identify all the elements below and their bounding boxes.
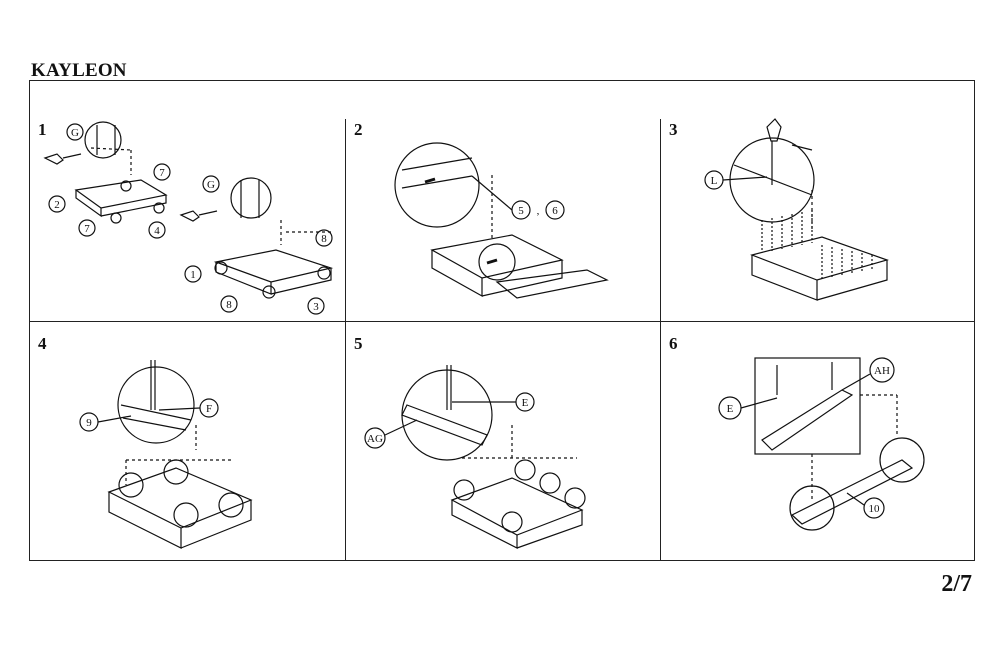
label-circle xyxy=(148,221,166,239)
part-label: 9 xyxy=(86,417,92,429)
step-number: 4 xyxy=(38,334,47,353)
step-number: 5 xyxy=(354,334,363,353)
part-label: , xyxy=(537,205,540,217)
part-label: 2 xyxy=(54,199,60,211)
step-number: 1 xyxy=(38,120,47,139)
part-label: E xyxy=(727,403,734,415)
part-label: 4 xyxy=(154,225,160,237)
part-label: AH xyxy=(874,365,890,377)
document-title: KAYLEON xyxy=(31,60,127,81)
part-label: 10 xyxy=(869,503,881,515)
step-6-illustration: AH E 10 xyxy=(718,357,925,531)
divider-vertical xyxy=(660,119,661,560)
part-label: 7 xyxy=(84,223,90,235)
label-circle xyxy=(78,219,96,237)
part-label: AG xyxy=(367,433,383,445)
label-circle xyxy=(66,123,84,141)
detail-magnifier xyxy=(84,121,122,159)
part-label: G xyxy=(207,179,215,191)
divider-horizontal xyxy=(30,321,974,322)
step-5-illustration: E AG xyxy=(364,365,586,549)
part-label: E xyxy=(522,397,529,409)
label-circle xyxy=(153,163,171,181)
part-label: 3 xyxy=(313,301,319,313)
step-3-illustration: L xyxy=(704,118,889,301)
part-label: L xyxy=(711,175,718,187)
divider-vertical xyxy=(345,119,346,560)
part-label: F xyxy=(206,403,212,415)
step-number: 2 xyxy=(354,120,363,139)
part-label: 5 xyxy=(518,205,524,217)
part-label: 8 xyxy=(226,299,232,311)
step-2-illustration: 5 , 6 xyxy=(394,142,609,299)
part-label: 8 xyxy=(321,233,327,245)
page-number: 2/7 xyxy=(941,571,972,597)
instruction-grid xyxy=(29,80,975,561)
step-1-illustration: G 7 2 7 4 G 8 1 8 3 xyxy=(43,121,334,315)
part-label: 1 xyxy=(190,269,196,281)
step-number: 3 xyxy=(669,120,678,139)
part-label: 7 xyxy=(159,167,165,179)
part-label: G xyxy=(71,127,79,139)
part-label: 6 xyxy=(552,205,558,217)
step-number: 6 xyxy=(669,334,678,353)
step-4-illustration: 9 F xyxy=(79,360,253,549)
label-circle xyxy=(48,195,66,213)
